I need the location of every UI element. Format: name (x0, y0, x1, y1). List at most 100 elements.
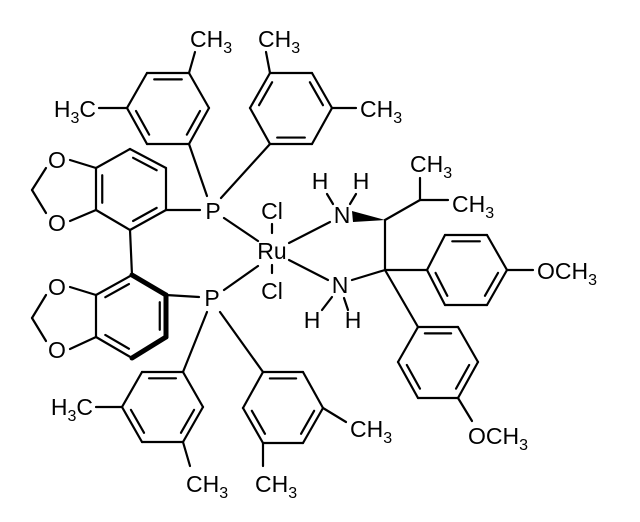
bond (456, 396, 474, 423)
anisyl-ring-upper-bond (425, 233, 447, 272)
bond (320, 295, 334, 312)
xylyl-ring-e-bond (181, 405, 205, 444)
xylyl-ring-a-bond (187, 106, 211, 146)
xylyl-ring-a-double-bond (134, 109, 151, 136)
bond (187, 50, 197, 75)
benzodioxole-ring-top-double-bond (131, 156, 158, 172)
label-nitrogen-top: N (334, 202, 351, 228)
bond (348, 192, 358, 206)
benzodioxole-ring-bottom-bond (94, 273, 134, 297)
label-ch3-f-right: CH3 (350, 416, 392, 447)
label-ch3-f-bottom: CH3 (255, 471, 297, 502)
label-hydrogen: H (312, 168, 329, 194)
xylyl-ring-e-bond (120, 405, 144, 444)
label-ruthenium: Ru (257, 238, 286, 264)
xylyl-ring-e-double-bond (129, 408, 146, 434)
benzodioxole-ring-bottom-double-bond (104, 333, 131, 350)
atom-labels: CH3 H3C CH3 CH3 P P Ru Cl Cl N N H H H H… (48, 26, 597, 502)
xylyl-ring-a-double-bond (185, 109, 202, 136)
bond (68, 208, 98, 223)
bond (383, 198, 422, 222)
label-h3c-a-left: H3C (54, 96, 96, 127)
anisyl-ring-lower-double-bond (454, 363, 471, 390)
label-phosphorus-bottom: P (204, 285, 219, 311)
label-hydrogen: H (353, 168, 370, 194)
bond (68, 158, 98, 170)
bond (164, 293, 201, 299)
label-ch3-a-top: CH3 (190, 26, 232, 57)
xylyl-ring-b-bond (310, 71, 334, 110)
p-ru-bond (222, 216, 260, 243)
xylyl-ring-f-bond (301, 370, 325, 410)
label-hydrogen: H (304, 307, 321, 333)
label-hydrogen: H (345, 307, 362, 333)
benzodioxole-ring-bottom-bond (129, 334, 169, 361)
benzodioxole-ring-top-bond (94, 208, 132, 232)
bond (30, 293, 48, 320)
label-oxygen: O (48, 337, 66, 363)
bond (30, 166, 48, 192)
bonds (30, 50, 535, 468)
label-methoxy-lower: OCH3 (468, 423, 528, 454)
bond (68, 285, 98, 297)
anisyl-ring-upper-double-bond (483, 271, 500, 297)
bond (181, 440, 192, 468)
bond (181, 310, 209, 374)
anisyl-ring-upper-double-bond (434, 271, 449, 297)
bond (128, 228, 134, 277)
label-methoxy-upper: OCH3 (537, 258, 597, 289)
label-ch3-isopropyl-right: CH3 (452, 191, 494, 222)
xylyl-ring-f-bond (241, 406, 265, 445)
benzodioxole-ring-top-double-bond (131, 206, 158, 223)
benzodioxole-ring-bottom-bond (129, 272, 169, 298)
benzodioxole-ring-top-bond (128, 208, 168, 232)
xylyl-ring-f-bond (301, 406, 325, 445)
label-ch3-b-right: CH3 (360, 96, 402, 127)
anisyl-ring-lower-bond (396, 360, 420, 400)
bond (350, 268, 387, 282)
anisyl-ring-lower-double-bond (405, 363, 422, 390)
label-chlorine-bottom: Cl (261, 278, 283, 304)
bond (30, 188, 48, 215)
xylyl-ring-b-double-bond (308, 81, 325, 107)
bond (218, 310, 265, 374)
bond (264, 50, 272, 75)
bond (383, 268, 420, 329)
bond (342, 296, 350, 312)
xylyl-ring-b-bond (248, 106, 272, 146)
xylyl-ring-e-double-bond (179, 408, 196, 434)
benzodioxole-ring-bottom-bond (94, 335, 134, 360)
xylyl-ring-b-bond (310, 106, 334, 146)
xylyl-ring-b-bond (248, 71, 272, 110)
xylyl-ring-f-double-bond (299, 409, 316, 435)
xylyl-ring-b-double-bond (257, 81, 274, 107)
benzodioxole-ring-top-bond (94, 147, 132, 170)
benzodioxole-ring-top-bond (128, 147, 168, 170)
benzodioxole-ring-bottom-double-bond (104, 282, 131, 299)
anisyl-ring-upper-bond (425, 268, 447, 307)
label-oxygen: O (48, 274, 66, 300)
wedge-bond (352, 211, 385, 222)
label-nitrogen-bottom: N (332, 272, 349, 298)
label-ch3-b-top: CH3 (258, 26, 300, 57)
label-phosphorus-top: P (205, 198, 220, 224)
xylyl-ring-a-bond (187, 71, 211, 110)
xylyl-ring-f-double-bond (250, 409, 267, 435)
xylyl-ring-a-bond (125, 71, 149, 110)
bond (187, 142, 209, 198)
bond (30, 316, 48, 343)
anisyl-ring-lower-bond (456, 360, 480, 400)
bond (219, 142, 272, 200)
anisyl-ring-upper-bond (485, 268, 509, 307)
label-chlorine-top: Cl (261, 198, 283, 224)
label-oxygen: O (48, 147, 66, 173)
anisyl-ring-lower-bond (396, 325, 420, 364)
bond (321, 406, 348, 424)
label-oxygen: O (48, 210, 66, 236)
xylyl-ring-a-bond (125, 106, 149, 146)
label-ch3-isopropyl-top: CH3 (410, 151, 452, 182)
bond (68, 335, 98, 351)
bond (325, 192, 335, 206)
